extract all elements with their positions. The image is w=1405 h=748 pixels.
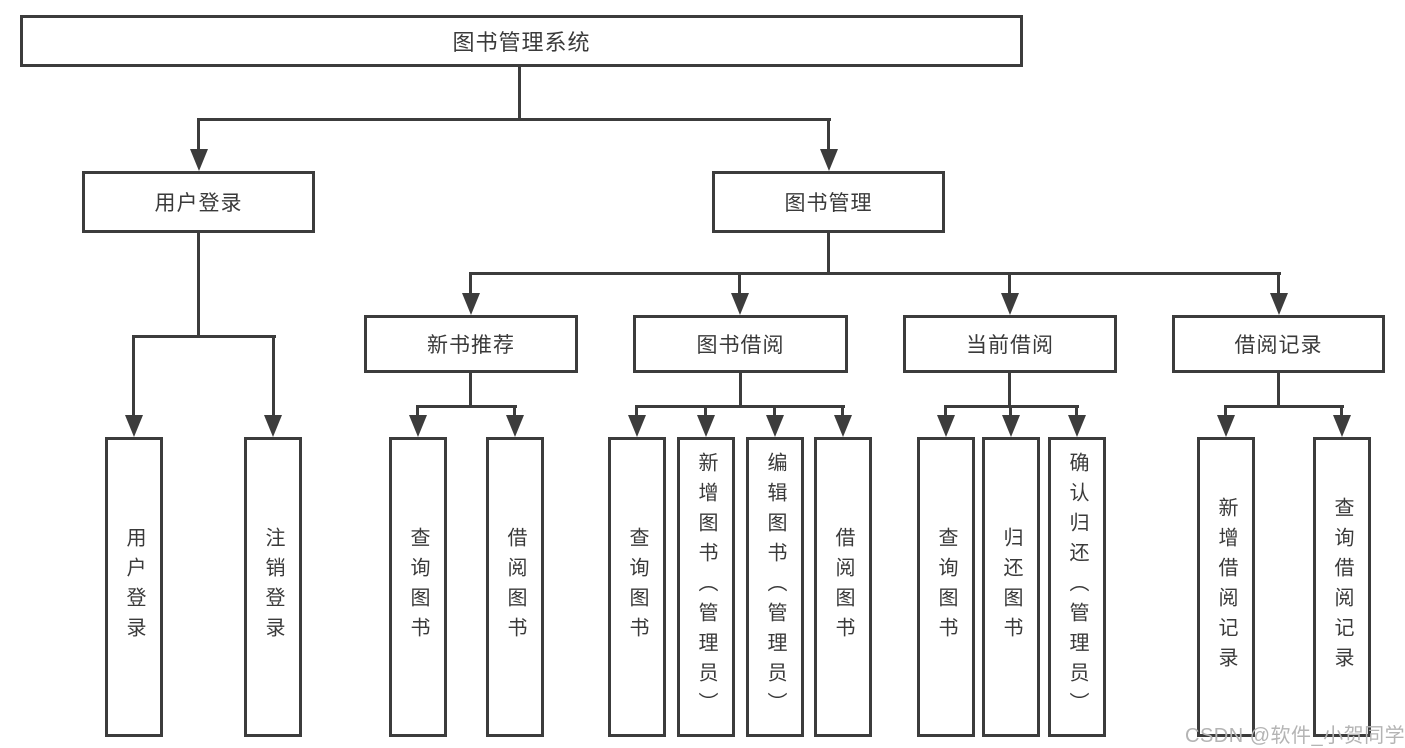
- edge-current-borrow-stem: [1008, 373, 1011, 405]
- edge-drop: [416, 405, 419, 417]
- edge-drop: [513, 405, 516, 417]
- edge-user-login-stem: [197, 233, 200, 335]
- node-borrowing-records: 借阅记录: [1172, 315, 1385, 373]
- arrow-down-icon: [506, 415, 524, 437]
- arrow-down-icon: [1068, 415, 1086, 437]
- edge-drop-leaf-logout: [272, 335, 275, 415]
- edge-drop-leaf-user-login: [132, 335, 135, 415]
- edge-user-login-branch: [132, 335, 276, 338]
- edge-drop: [704, 405, 707, 417]
- edge-drop: [1075, 405, 1078, 417]
- edge-new-book-rec-stem: [469, 373, 472, 405]
- arrow-down-icon: [1001, 293, 1019, 315]
- arrow-down-icon: [1002, 415, 1020, 437]
- node-new-book-recommend: 新书推荐: [364, 315, 578, 373]
- node-label: 查询图书: [407, 527, 429, 647]
- node-label: 用户登录: [123, 527, 145, 647]
- arrow-down-icon: [462, 293, 480, 315]
- leaf-rec-borrow-books: 借阅图书: [486, 437, 544, 737]
- arrow-down-icon: [731, 293, 749, 315]
- node-label: 注销登录: [262, 527, 284, 647]
- edge-drop-new-book-rec: [469, 272, 472, 293]
- edge-root-stem: [518, 67, 521, 118]
- leaf-bb-add-books-admin: 新增图书（管理员）: [677, 437, 735, 737]
- arrow-down-icon: [697, 415, 715, 437]
- node-label: 新增图书（管理员）: [695, 452, 717, 722]
- node-book-borrowing: 图书借阅: [633, 315, 848, 373]
- arrow-down-icon: [1333, 415, 1351, 437]
- arrow-down-icon: [834, 415, 852, 437]
- edge-book-borrow-stem: [739, 373, 742, 405]
- edge-drop: [1224, 405, 1227, 417]
- edge-book-mgmt-stem: [827, 233, 830, 272]
- edge-drop: [841, 405, 844, 417]
- node-user-login: 用户登录: [82, 171, 315, 233]
- node-label: 确认归还（管理员）: [1066, 452, 1088, 722]
- leaf-cb-query-books: 查询图书: [917, 437, 975, 737]
- edge-drop-current-borrow: [1008, 272, 1011, 293]
- node-label: 新书推荐: [427, 334, 515, 357]
- csdn-watermark: CSDN @软件_小贺同学: [1185, 725, 1405, 747]
- edge-book-mgmt-branch: [469, 272, 1281, 275]
- edge-book-borrow-branch: [635, 405, 845, 408]
- node-label: 查询图书: [935, 527, 957, 647]
- arrow-down-icon: [409, 415, 427, 437]
- node-current-borrowing: 当前借阅: [903, 315, 1117, 373]
- edge-drop-book-borrow: [738, 272, 741, 293]
- leaf-cb-return-books: 归还图书: [982, 437, 1040, 737]
- edge-drop-borrow-records: [1277, 272, 1280, 293]
- node-label: 当前借阅: [966, 334, 1054, 357]
- node-label: 归还图书: [1000, 527, 1022, 647]
- leaf-logout: 注销登录: [244, 437, 302, 737]
- node-label: 借阅图书: [504, 527, 526, 647]
- arrow-down-icon: [937, 415, 955, 437]
- edge-drop: [944, 405, 947, 417]
- node-label: 图书管理: [784, 192, 873, 215]
- node-label: 查询图书: [626, 527, 648, 647]
- edge-new-book-rec-branch: [416, 405, 517, 408]
- edge-root-branch: [197, 118, 831, 121]
- leaf-bb-query-books: 查询图书: [608, 437, 666, 737]
- leaf-bb-borrow-books: 借阅图书: [814, 437, 872, 737]
- leaf-user-login: 用户登录: [105, 437, 163, 737]
- edge-drop-user-login: [197, 118, 200, 150]
- node-label: 图书借阅: [696, 334, 785, 357]
- arrow-down-icon: [125, 415, 143, 437]
- edge-borrow-records-stem: [1277, 373, 1280, 405]
- arrow-down-icon: [628, 415, 646, 437]
- node-label: 借阅记录: [1234, 334, 1323, 357]
- node-label: 用户登录: [154, 192, 243, 215]
- edge-drop: [635, 405, 638, 417]
- arrow-down-icon: [766, 415, 784, 437]
- leaf-br-add-record: 新增借阅记录: [1197, 437, 1255, 737]
- leaf-cb-confirm-return-admin: 确认归还（管理员）: [1048, 437, 1106, 737]
- arrow-down-icon: [190, 149, 208, 171]
- leaf-br-query-record: 查询借阅记录: [1313, 437, 1371, 737]
- edge-drop-book-mgmt: [827, 118, 830, 150]
- edge-drop: [1009, 405, 1012, 417]
- node-book-management: 图书管理: [712, 171, 945, 233]
- edge-drop: [1340, 405, 1343, 417]
- arrow-down-icon: [1270, 293, 1288, 315]
- arrow-down-icon: [1217, 415, 1235, 437]
- edge-borrow-records-branch: [1224, 405, 1344, 408]
- node-label: 新增借阅记录: [1215, 497, 1237, 677]
- arrow-down-icon: [264, 415, 282, 437]
- node-label: 编辑图书（管理员）: [764, 452, 786, 722]
- arrow-down-icon: [820, 149, 838, 171]
- leaf-bb-edit-books-admin: 编辑图书（管理员）: [746, 437, 804, 737]
- node-label: 图书管理系统: [452, 30, 591, 55]
- node-label: 查询借阅记录: [1331, 497, 1353, 677]
- node-label: 借阅图书: [832, 527, 854, 647]
- edge-drop: [773, 405, 776, 417]
- node-library-management-system: 图书管理系统: [20, 15, 1023, 67]
- leaf-rec-query-books: 查询图书: [389, 437, 447, 737]
